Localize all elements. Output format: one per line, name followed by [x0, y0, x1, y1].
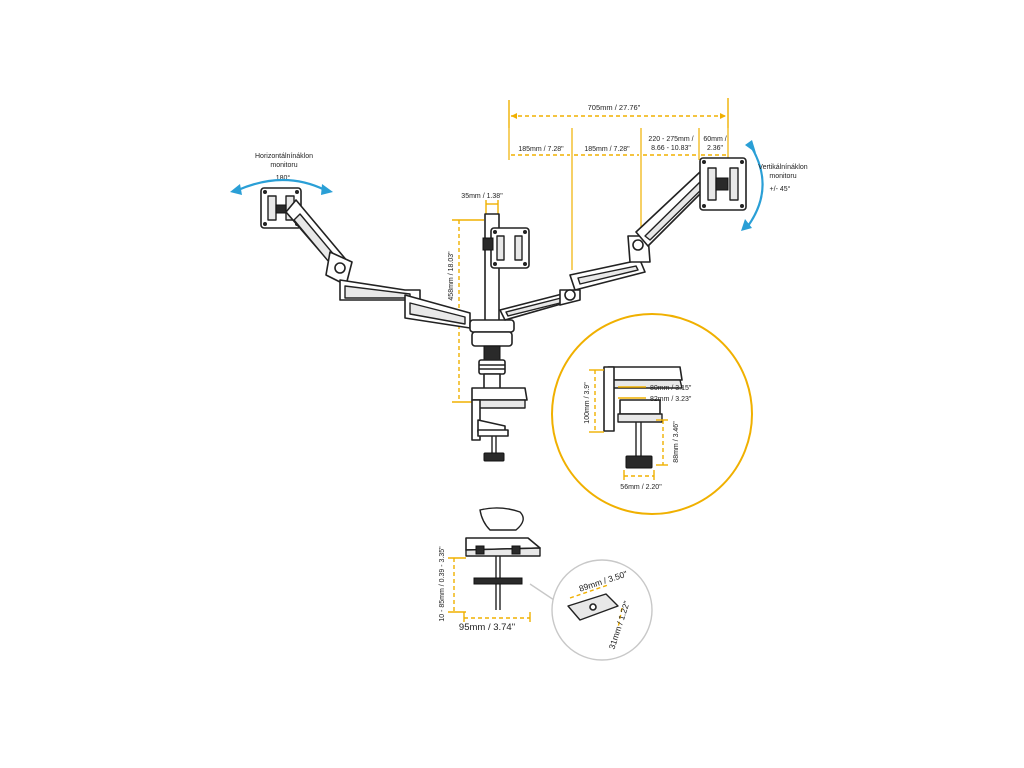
- width-dimensions: 705mm / 27.76" 185mm / 7.28" 185mm / 7.2…: [508, 98, 729, 270]
- total-width-label: 705mm / 27.76": [588, 103, 641, 112]
- horizontal-tilt-angle: 180°: [276, 174, 291, 182]
- vertical-tilt-title-line2: monitoru: [769, 173, 796, 180]
- horizontal-tilt-title-line1: Horizontálnínáklon: [255, 153, 313, 160]
- clamp-bottom-width-label: 56mm / 2.20": [620, 484, 662, 491]
- right-arm: Vertikálnínáklon monitoru +/- 45°: [499, 140, 808, 321]
- center-vesa-plate: [482, 227, 530, 269]
- vertical-tilt-angle: +/- 45°: [770, 185, 791, 193]
- segment-3-label-line1: 220 - 275mm /: [648, 136, 693, 143]
- clamp-plate-depth-label: 82mm / 3.23": [650, 396, 692, 403]
- horizontal-tilt-title-line2: monitoru: [270, 162, 297, 169]
- segment-4-label-line1: 60mm /: [703, 136, 726, 143]
- vertical-tilt-title-line1: Vertikálnínáklon: [758, 164, 808, 171]
- center-pole: [469, 213, 530, 462]
- pole-width-label: 35mm / 1.38": [461, 193, 503, 200]
- grommet-base-width-label: 95mm / 3.74": [459, 622, 515, 633]
- desk-thickness-label: 10 - 85mm / 0.39 - 3.35": [439, 546, 446, 622]
- segment-1-label: 185mm / 7.28": [518, 146, 564, 153]
- segment-3-label-line2: 8.66 - 10.83": [651, 145, 691, 152]
- right-vesa-plate: [699, 157, 747, 211]
- pole-height-label: 458mm / 18.03": [448, 251, 455, 301]
- segment-2-label: 185mm / 7.28": [584, 146, 630, 153]
- grommet-plate: [567, 593, 619, 621]
- clamp-height-label: 100mm / 3.9": [584, 382, 591, 424]
- grommet-detail: 10 - 85mm / 0.39 - 3.35" 95mm / 3.74" 89…: [439, 507, 653, 661]
- left-arm: Horizontálnínáklon monitoru 180°: [230, 153, 471, 329]
- clamp-detail: 100mm / 3.9" 80mm / 3.15" 82mm / 3.23" 8…: [551, 313, 753, 515]
- segment-4-label-line2: 2.36": [707, 145, 724, 152]
- clamp-top-depth-label: 80mm / 3.15": [650, 385, 692, 392]
- clamp-screw-height-label: 88mm / 3.46": [673, 421, 680, 463]
